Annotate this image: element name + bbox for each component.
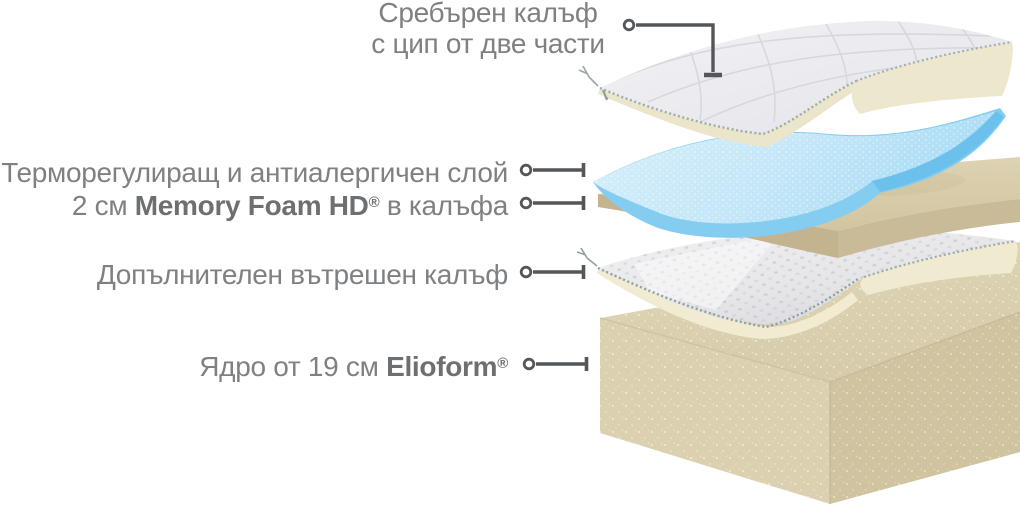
label-silver-cover: Сребърен калъф с цип от две части [350,0,626,59]
layer-silver-cover [578,20,1013,147]
connector-memory-foam [519,196,586,210]
connector-core [522,357,589,371]
label-silver-cover-line2: с цип от две части [371,28,605,59]
connector-thermo-layer [519,163,586,177]
layer-thermoregulating [593,108,1006,238]
label-thermo-layer: Терморегулиращ и антиалергичен слой [1,157,508,188]
label-core: Ядро от 19 см Elioform® [199,351,508,382]
layer-inner-cover [576,228,1018,339]
inner-cover-thread [576,247,598,267]
label-inner-cover: Допълнителен вътрешен калъф [96,259,508,290]
label-memory-foam: 2 см Memory Foam HD® в калъфа [71,190,508,221]
connector-silver-cover [622,18,722,78]
zipper-thread [578,65,599,87]
zipper-pull [602,89,609,101]
connector-inner-cover [519,265,586,279]
label-silver-cover-line1: Сребърен калъф [378,0,598,28]
